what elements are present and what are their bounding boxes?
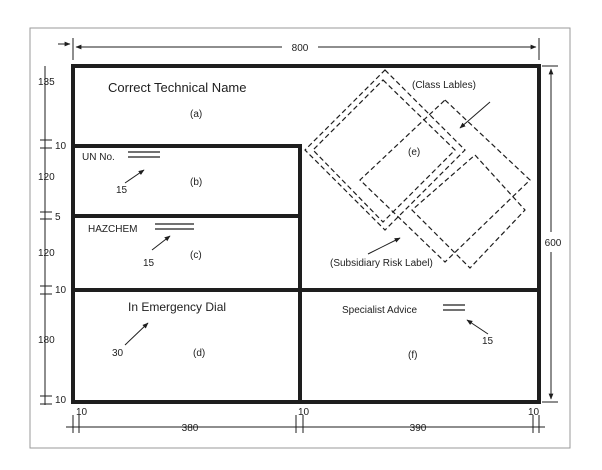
dim-bottom-10b: 10 [298, 407, 310, 418]
dim-bottom-10c: 10 [528, 407, 540, 418]
dim-left-180: 180 [38, 335, 55, 346]
class-label-arrow [459, 101, 491, 129]
dim-right-height: 600 [545, 238, 562, 249]
placard-outline [71, 64, 541, 404]
panel-f-arrow [466, 319, 489, 335]
dim-left-120a: 120 [38, 172, 55, 183]
dim-bottom-380: 380 [182, 423, 199, 434]
class-label-diamond-outer [304, 69, 466, 231]
subsidiary-diamond-outer [359, 99, 531, 263]
panel-c-arrow [151, 235, 171, 251]
panel-b-size: 15 [116, 185, 128, 196]
panel-e-letter: (e) [408, 147, 420, 158]
dim-bottom-10a: 10 [76, 407, 88, 418]
panel-d-size: 30 [112, 348, 124, 359]
panel-d-arrow [124, 322, 149, 346]
dim-bottom-ticks [72, 415, 540, 433]
dim-left-10c: 10 [55, 395, 67, 406]
panel-c-title: HAZCHEM [88, 224, 137, 235]
dim-left-5: 5 [55, 212, 61, 223]
dim-bottom-390: 390 [410, 423, 427, 434]
dim-left-120b: 120 [38, 248, 55, 259]
panel-e-subsidiary-label: (Subsidiary Risk Label) [330, 258, 433, 269]
panel-a-letter: (a) [190, 109, 202, 120]
panel-d-title: In Emergency Dial [128, 300, 226, 314]
subsidiary-label-arrow [367, 237, 401, 255]
dim-top-width: 800 [292, 43, 309, 54]
page-frame [29, 27, 571, 449]
panel-b-letter: (b) [190, 177, 202, 188]
panel-f-title: Specialist Advice [342, 305, 417, 316]
panel-f-letter: (f) [408, 350, 417, 361]
panel-f-size: 15 [482, 336, 494, 347]
dim-left-10b: 10 [55, 285, 67, 296]
panel-a-title: Correct Technical Name [108, 80, 246, 95]
subsidiary-diamond-inner [411, 154, 526, 269]
panel-e-class-label: (Class Lables) [412, 80, 476, 91]
class-label-diamond-inner [312, 79, 456, 223]
panel-d-letter: (d) [193, 348, 205, 359]
panel-c-size: 15 [143, 258, 155, 269]
panel-c-letter: (c) [190, 250, 202, 261]
dim-left-135: 135 [38, 77, 55, 88]
panel-b-arrow [124, 169, 145, 184]
dim-left-10a: 10 [55, 141, 67, 152]
panel-b-title: UN No. [82, 152, 115, 163]
dim-left-ticks [40, 139, 52, 405]
